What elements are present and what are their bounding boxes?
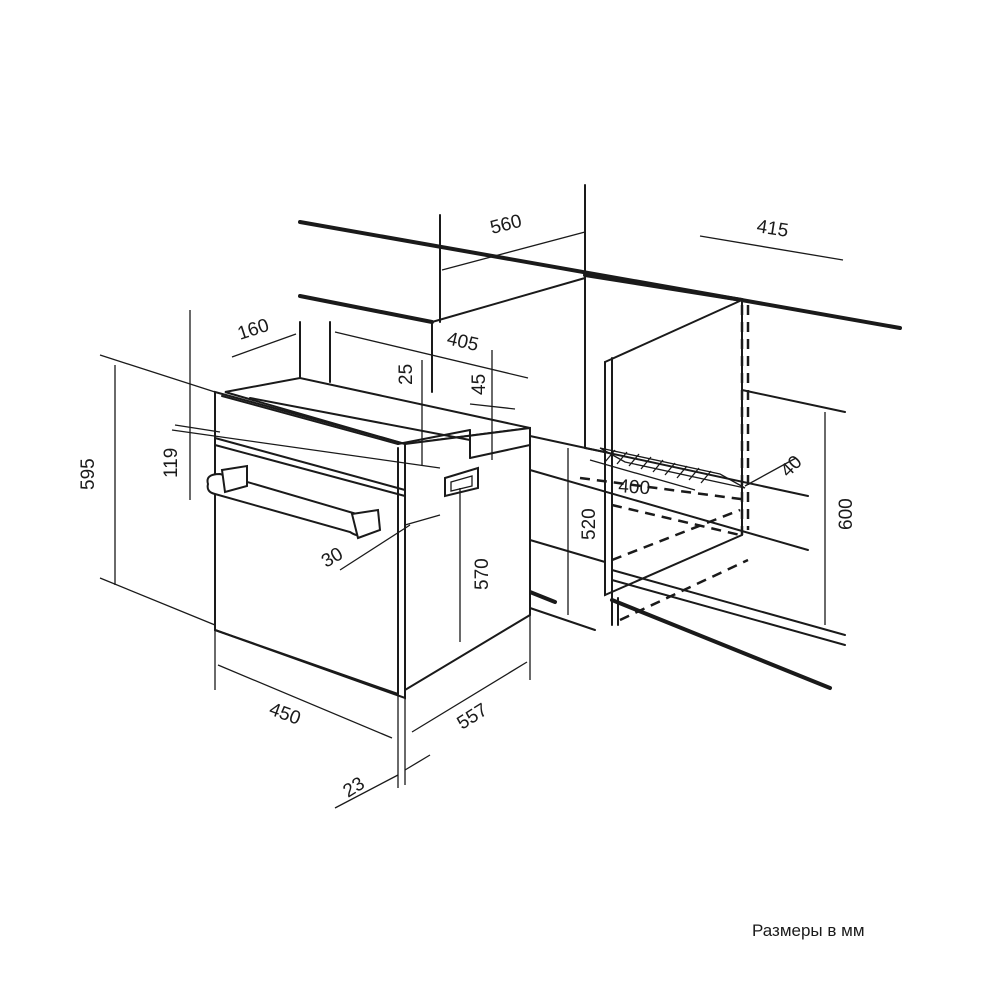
dim-cab-depth-top: 415 (755, 216, 790, 242)
dim-back-gap: 40 (777, 452, 807, 482)
countertop (298, 220, 902, 330)
dim-cab-width-top: 560 (488, 211, 524, 239)
dim-niche-depth: 400 (618, 476, 651, 499)
dim-front-thickness: 23 (340, 773, 369, 802)
dim-body-height: 570 (472, 558, 493, 590)
dim-vent-width: 405 (445, 328, 481, 356)
dimension-lines (99, 231, 844, 809)
units-caption: Размеры в мм (752, 921, 865, 940)
dim-cab-height: 600 (836, 498, 857, 530)
dim-top-gap-25: 25 (396, 364, 417, 385)
dim-top-gap-45: 45 (469, 374, 490, 395)
dim-vent-depth: 160 (235, 315, 272, 345)
dim-niche-height: 520 (579, 508, 600, 540)
dim-panel-height: 119 (161, 448, 182, 478)
dim-oven-width: 450 (266, 699, 303, 730)
dim-oven-height: 595 (78, 458, 99, 490)
vent-hatch (599, 447, 746, 489)
niche-back (299, 184, 606, 453)
dim-oven-depth: 557 (454, 700, 492, 735)
oven (206, 376, 531, 700)
